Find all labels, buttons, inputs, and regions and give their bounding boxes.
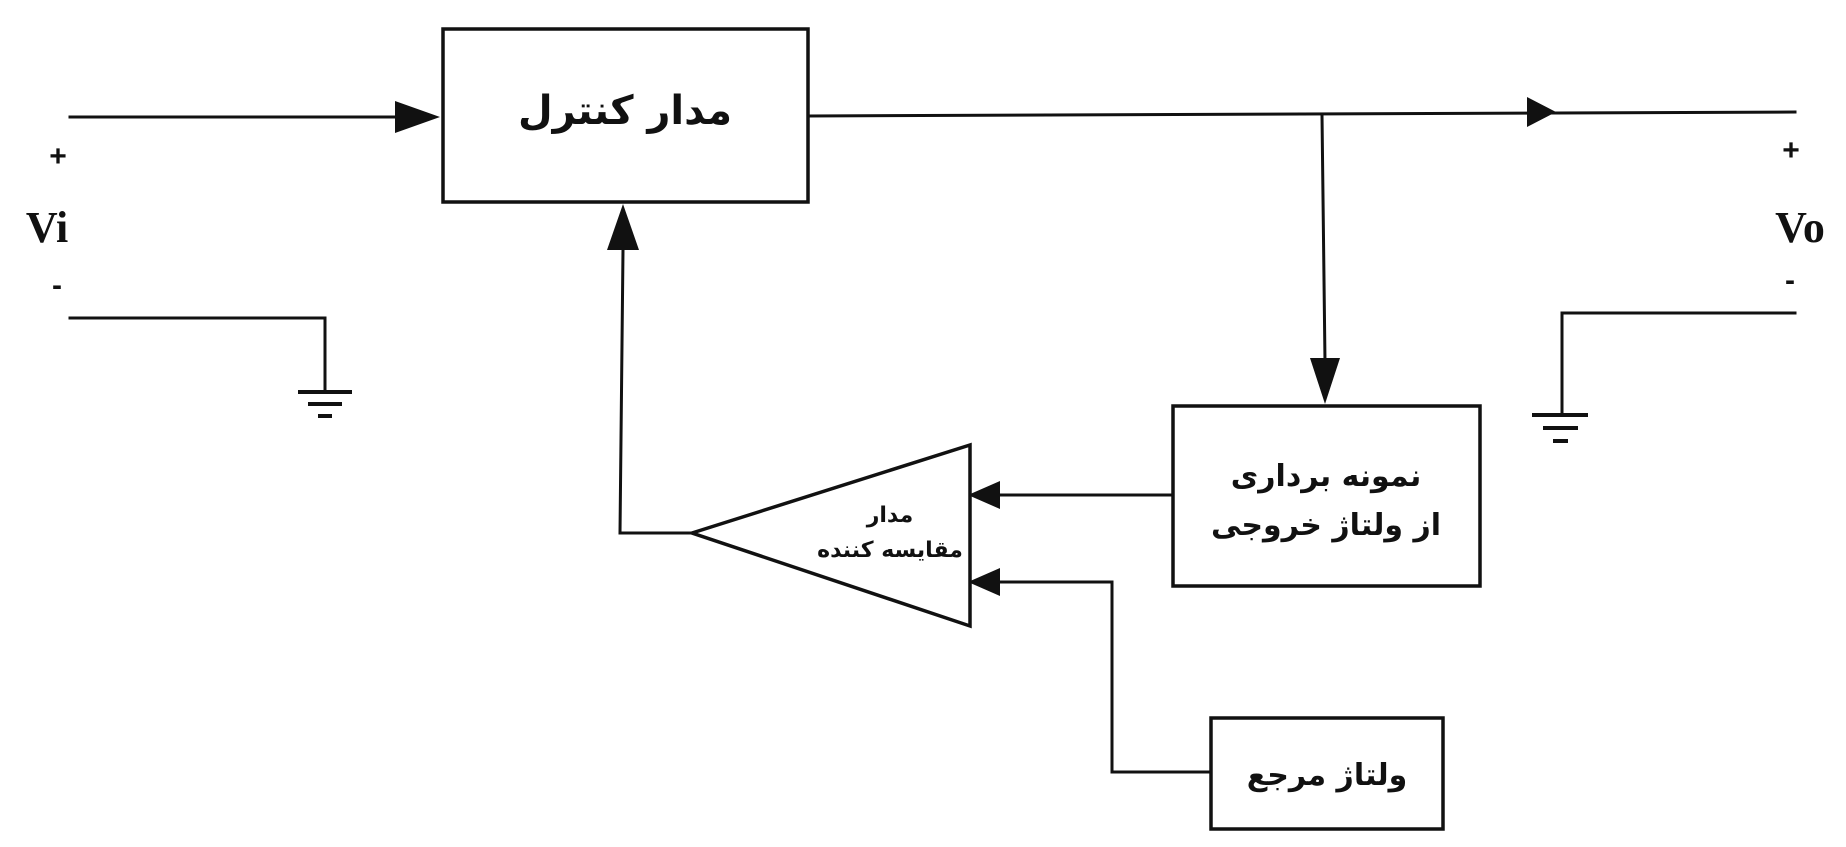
arrowheads: [395, 97, 1556, 596]
output-sampling-block: نمونه برداری از ولتاژ خروجی: [1171, 404, 1482, 588]
wires: [68, 110, 1797, 774]
output-terminal: + Vo -: [1775, 134, 1825, 297]
comparator-label-line1: مدار: [866, 503, 914, 528]
input-voltage-label: Vi: [26, 203, 68, 252]
reference-voltage-block: ولتاژ مرجع: [1209, 716, 1445, 831]
output-voltage-label: Vo: [1775, 203, 1825, 252]
sampling-label-line1: نمونه برداری: [1231, 459, 1421, 494]
sampling-down-arrow-icon: [1310, 358, 1340, 404]
input-ground-wire: [68, 316, 327, 394]
output-ground-wire: [1560, 311, 1797, 417]
feedback-up-arrow-icon: [607, 204, 639, 250]
input-terminal: + Vi -: [26, 140, 68, 302]
output-arrow-icon: [1527, 97, 1556, 127]
output-minus-sign: -: [1785, 264, 1795, 297]
comparator-input-arrow-icon: [968, 481, 1000, 509]
output-ground-icon: [1532, 413, 1588, 443]
input-plus-sign: +: [49, 140, 67, 173]
sampling-tap-wire: [1320, 113, 1327, 364]
comparator-label-line2: مقایسه کننده: [817, 538, 963, 563]
control-circuit-label: مدار کنترل: [518, 88, 732, 134]
reference-to-comparator-wire: [988, 580, 1210, 774]
reference-input-arrow-icon: [968, 568, 1000, 596]
control-circuit-block: مدار کنترل: [441, 27, 810, 204]
input-minus-sign: -: [52, 269, 62, 302]
input-ground-icon: [298, 390, 352, 418]
reference-voltage-label: ولتاژ مرجع: [1247, 758, 1408, 793]
output-wire: [806, 110, 1797, 118]
output-plus-sign: +: [1782, 134, 1800, 167]
sampling-label-line2: از ولتاژ خروجی: [1211, 508, 1441, 543]
input-arrow-icon: [395, 101, 440, 133]
comparator-to-control-wire: [618, 248, 694, 535]
comparator-block: مدار مقایسه کننده: [686, 442, 972, 629]
